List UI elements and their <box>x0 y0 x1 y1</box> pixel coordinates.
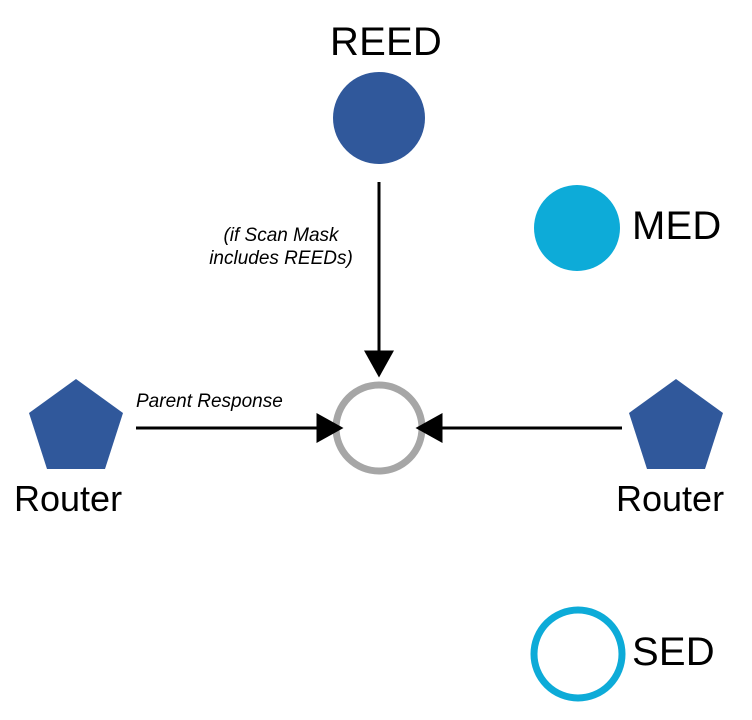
node-reed-label: REED <box>330 20 442 64</box>
edge-router-left-to-center-label: Parent Response <box>136 391 283 412</box>
node-sed-circle[interactable] <box>530 606 626 702</box>
node-med-circle[interactable] <box>534 185 620 271</box>
node-router-right-label: Router <box>616 478 725 519</box>
node-router-left-pentagon[interactable] <box>29 379 123 469</box>
edge-reed-label-line-1: (if Scan Mask <box>223 225 339 246</box>
node-center-circle[interactable] <box>332 381 426 475</box>
node-med-label: MED <box>632 204 722 248</box>
edge-reed-label-line-2: includes REEDs) <box>209 248 353 270</box>
edge-reed-to-center-label: (if Scan Mask includes REEDs) <box>196 224 366 270</box>
node-router-right-pentagon[interactable] <box>629 379 723 469</box>
node-router-left-label: Router <box>14 478 123 519</box>
node-sed-label: SED <box>632 630 715 674</box>
node-reed-circle[interactable] <box>333 72 425 164</box>
